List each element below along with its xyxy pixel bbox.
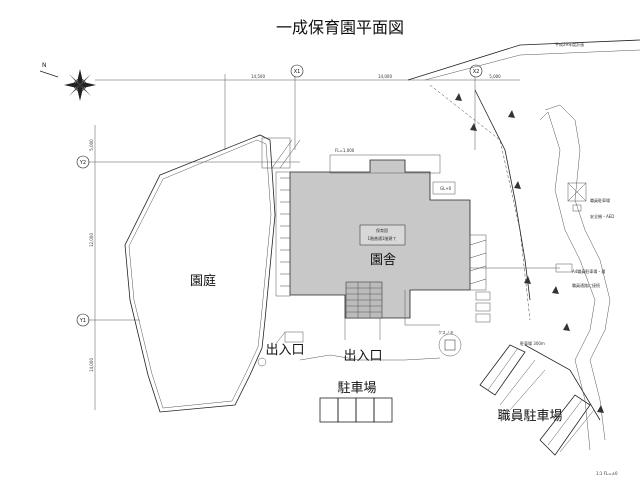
boundary-markers bbox=[455, 93, 604, 413]
entrance-left-gate bbox=[274, 331, 304, 346]
dimension-top-right: 5,000 bbox=[489, 74, 501, 79]
gl-label: GL+0 bbox=[440, 186, 452, 191]
svg-text:X2: X2 bbox=[473, 69, 480, 75]
staff-parking-label: 職員駐車場 bbox=[497, 409, 562, 424]
svg-text:Y2: Y2 bbox=[79, 160, 86, 166]
tree-kusunoki-icon: クスノキ bbox=[438, 329, 462, 357]
utility-boxes bbox=[475, 291, 491, 323]
compass-rose-icon: N bbox=[39, 62, 96, 101]
bottom-note-2: 駐車場 300m bbox=[520, 340, 545, 346]
svg-text:14,000: 14,000 bbox=[89, 358, 94, 372]
top-dimension-line: 14,500 14,000 5,000 bbox=[95, 74, 520, 150]
grid-marker-x2: X2 bbox=[469, 64, 483, 78]
svg-text:安全柵・AED: 安全柵・AED bbox=[590, 213, 614, 219]
staff-parking-spaces bbox=[479, 344, 601, 456]
parking-spaces bbox=[319, 397, 393, 423]
garden-label: 園庭 bbox=[190, 273, 216, 289]
site-boundary-road: 平成29年度計画 bbox=[407, 39, 640, 451]
entrance-center-label: 出入口 bbox=[343, 349, 382, 364]
svg-text:12,000: 12,000 bbox=[89, 233, 94, 247]
grid-marker-x1: X1 bbox=[290, 64, 304, 78]
building-note-1: 保育園 bbox=[376, 227, 388, 233]
road-annotation: 平成29年度計画 bbox=[555, 41, 584, 47]
garden-boundary bbox=[124, 134, 276, 413]
parking-label: 駐車場 bbox=[337, 381, 376, 396]
svg-text:N: N bbox=[42, 62, 47, 69]
svg-text:5,000: 5,000 bbox=[89, 139, 94, 151]
svg-text:職員通路に接続: 職員通路に接続 bbox=[572, 282, 600, 288]
svg-text:クスノキ: クスノキ bbox=[438, 329, 454, 335]
bottom-note-1: 1:1 FL=±0 bbox=[596, 471, 618, 476]
storage-block bbox=[261, 137, 301, 169]
dimension-top-middle: 14,000 bbox=[378, 74, 392, 79]
dimension-top-left: 14,500 bbox=[251, 74, 265, 79]
building: 保育園 1階普通1階建て 園舎 bbox=[275, 154, 487, 340]
grid-marker-y2: Y2 bbox=[76, 155, 90, 169]
left-dimension-line: 5,000 12,000 14,000 bbox=[88, 125, 300, 410]
svg-text:A4職員駐車場・通: A4職員駐車場・通 bbox=[572, 268, 605, 274]
grid-marker-y1: Y1 bbox=[76, 313, 90, 327]
svg-text:Y1: Y1 bbox=[79, 318, 86, 324]
right-annotation-box: 安全柵・AED 職員駐車場 A4職員駐車場・通 職員通路に接続 bbox=[470, 182, 614, 288]
building-note-2: 1階普通1階建て bbox=[367, 235, 396, 241]
svg-text:X1: X1 bbox=[294, 69, 301, 75]
building-label: 園舎 bbox=[370, 253, 396, 268]
entrance-left-label: 出入口 bbox=[265, 343, 304, 358]
svg-text:職員駐車場: 職員駐車場 bbox=[590, 197, 610, 203]
plan-title: 一成保育園平面図 bbox=[276, 18, 404, 37]
fl-label: FL=1,000 bbox=[335, 148, 355, 153]
